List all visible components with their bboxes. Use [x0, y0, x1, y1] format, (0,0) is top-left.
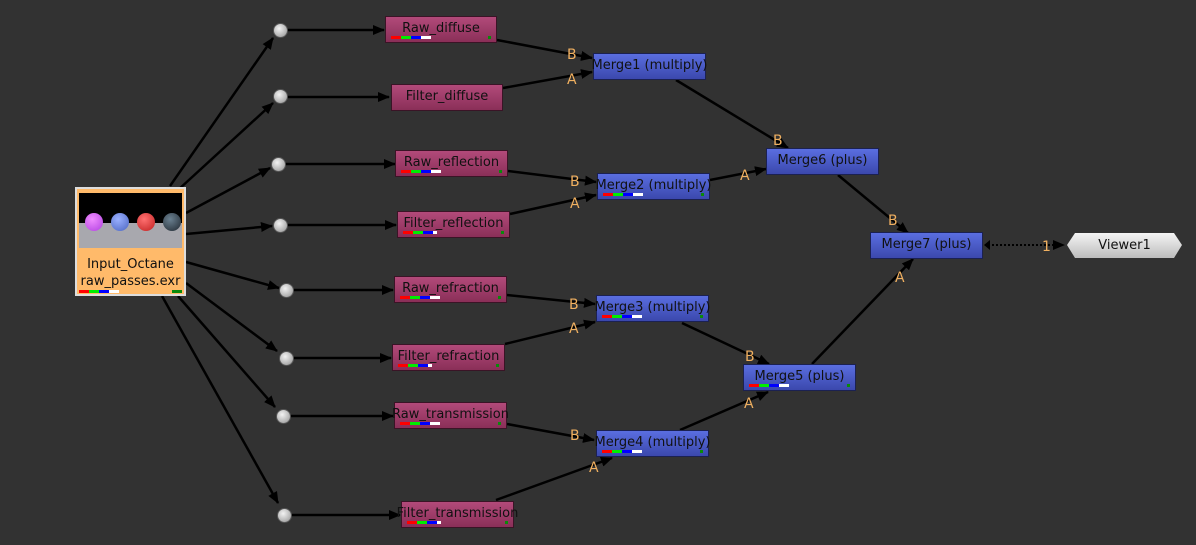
input-label-a: A — [567, 72, 577, 88]
node-label: Raw_transmission — [392, 407, 509, 422]
edge-input-dot4[interactable] — [185, 222, 273, 236]
input-label-b: B — [888, 213, 898, 229]
merge-node-merge1[interactable]: Merge1 (multiply) — [591, 53, 708, 80]
input-label-a: A — [589, 460, 599, 476]
edge-input-dot1[interactable] — [168, 37, 275, 187]
node-label: Merge2 (multiply) — [595, 178, 712, 193]
merge7-output-arrow — [984, 240, 990, 250]
input-label-a: A — [569, 321, 579, 337]
edge-merge5-merge7[interactable] — [811, 258, 914, 365]
edge-filter-transmission-merge4[interactable] — [495, 456, 613, 502]
viewer-label: Viewer1 — [1098, 238, 1151, 253]
input-label-b: B — [570, 174, 580, 190]
input-label-b: B — [745, 349, 755, 365]
dot-node[interactable] — [279, 283, 294, 298]
edge-input-dot6[interactable] — [185, 281, 278, 353]
dot-node[interactable] — [271, 157, 286, 172]
merge-node-merge2[interactable]: Merge2 (multiply) — [595, 173, 712, 200]
edge-filter-diffuse-merge1[interactable] — [502, 69, 593, 90]
node-label: Filter_refraction — [397, 349, 500, 364]
merge-node-merge4[interactable]: Merge4 (multiply) — [594, 430, 711, 457]
input-label-b: B — [773, 133, 783, 149]
edge-merge1-merge6[interactable] — [675, 78, 789, 150]
input-octane-node[interactable]: Input_Octane raw_passes.exr — [75, 187, 186, 296]
read-node-filter-diffuse[interactable]: Filter_diffuse — [391, 84, 503, 111]
read-node-filter-reflection[interactable]: Filter_reflection — [397, 211, 510, 238]
merge-node-merge3[interactable]: Merge3 (multiply) — [594, 295, 711, 322]
input-label-b: B — [567, 47, 577, 63]
input-node-name: Input_Octane — [87, 257, 174, 272]
edge-merge2-merge6[interactable] — [709, 166, 767, 182]
dot-node[interactable] — [276, 409, 291, 424]
edge-merge4-merge5[interactable] — [679, 390, 769, 432]
edge-input-dot5[interactable] — [185, 260, 280, 290]
edge-merge3-merge5[interactable] — [681, 321, 770, 366]
edge-raw-transmission-merge4[interactable] — [506, 422, 595, 443]
edge-input-dot8[interactable] — [160, 295, 280, 504]
node-label: Merge3 (multiply) — [594, 300, 711, 315]
edge-input-dot7[interactable] — [177, 295, 276, 408]
dot-node[interactable] — [273, 218, 288, 233]
edge-raw-diffuse-merge1[interactable] — [496, 38, 593, 61]
node-label: Merge5 (plus) — [754, 369, 845, 384]
input-thumbnail — [79, 193, 182, 248]
input-label-a: A — [744, 396, 754, 412]
node-label: Raw_diffuse — [402, 21, 480, 36]
node-label: Merge6 (plus) — [777, 153, 868, 168]
node-label: Merge7 (plus) — [881, 237, 972, 252]
read-node-filter-transmission[interactable]: Filter_transmission — [397, 501, 518, 528]
edge-raw-refraction-merge3[interactable] — [506, 293, 596, 308]
read-node-raw-diffuse[interactable]: Raw_diffuse — [385, 16, 497, 43]
input-node-file: raw_passes.exr — [80, 274, 181, 289]
merge-node-merge7[interactable]: Merge7 (plus) — [870, 232, 983, 259]
node-label: Merge4 (multiply) — [594, 435, 711, 450]
input-label-a: A — [570, 196, 580, 212]
read-node-raw-reflection[interactable]: Raw_reflection — [395, 150, 508, 177]
input-label-a: A — [895, 270, 905, 286]
node-label: Raw_refraction — [402, 281, 499, 296]
node-label: Filter_transmission — [396, 506, 519, 521]
viewer-input-label: 1 — [1042, 239, 1051, 255]
read-node-raw-refraction[interactable]: Raw_refraction — [394, 276, 507, 303]
edge-filter-refraction-merge3[interactable] — [504, 319, 596, 346]
input-label-a: A — [740, 168, 750, 184]
edge-merge6-merge7[interactable] — [837, 174, 909, 234]
merge-node-merge6[interactable]: Merge6 (plus) — [766, 148, 879, 175]
node-label: Raw_reflection — [403, 155, 500, 170]
merge-node-merge5[interactable]: Merge5 (plus) — [743, 364, 856, 391]
edge-filter-reflection-merge2[interactable] — [509, 192, 597, 216]
viewer-node[interactable]: Viewer1 — [1067, 233, 1182, 258]
dot-node[interactable] — [273, 89, 288, 104]
input-label-b: B — [569, 297, 579, 313]
node-label: Filter_diffuse — [405, 89, 489, 104]
edge-raw-reflection-merge2[interactable] — [507, 169, 597, 186]
edge-input-dot3[interactable] — [185, 166, 271, 215]
read-node-filter-refraction[interactable]: Filter_refraction — [392, 344, 505, 371]
dot-node[interactable] — [279, 351, 294, 366]
dot-node[interactable] — [277, 508, 292, 523]
read-node-raw-transmission[interactable]: Raw_transmission — [392, 402, 509, 429]
dot-node[interactable] — [273, 23, 288, 38]
node-label: Merge1 (multiply) — [591, 58, 708, 73]
node-label: Filter_reflection — [403, 216, 504, 231]
input-label-b: B — [570, 428, 580, 444]
edge-input-dot2[interactable] — [177, 102, 274, 191]
